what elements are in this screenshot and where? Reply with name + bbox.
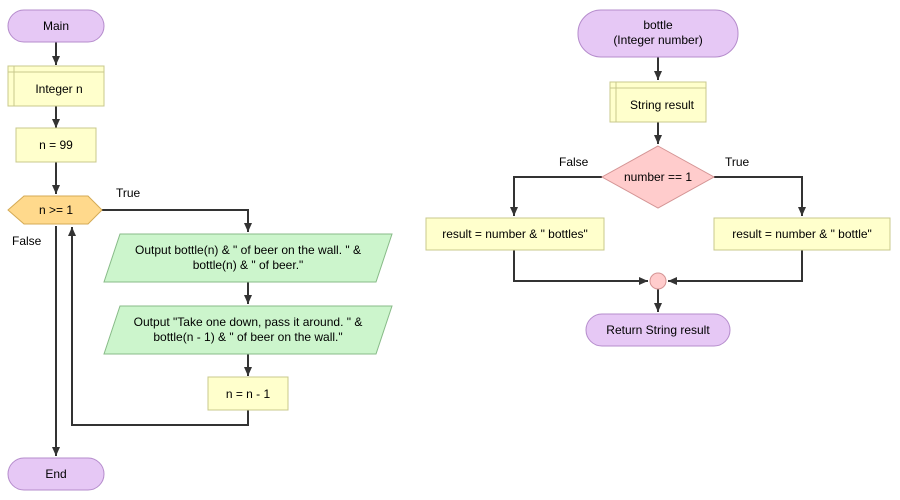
bottle-connectors [510,57,806,312]
main-output1-line2: bottle(n) & " of beer." [193,258,304,272]
main-end-terminal[interactable]: End [7,457,105,491]
main-start-terminal[interactable]: Main [7,9,105,43]
main-output2-box[interactable]: Output "Take one down, pass it around. "… [103,305,393,355]
main-assign-label: n = 99 [39,138,73,152]
main-output1-line1: Output bottle(n) & " of beer on the wall… [135,243,361,257]
bottle-declare-box[interactable]: String result [609,81,707,123]
main-start-label: Main [43,19,69,33]
bottle-return-terminal[interactable]: Return String result [585,313,731,347]
connector-loop-true [102,209,252,232]
bottle-start-line1: bottle [643,18,673,32]
main-declare-box[interactable]: Integer n [7,65,105,107]
main-loop-hexagon[interactable]: n >= 1 [7,195,103,225]
main-loop-true-label: True [116,186,141,200]
connector-decision-true [714,176,806,216]
main-output1-box[interactable]: Output bottle(n) & " of beer on the wall… [103,233,393,283]
bottle-false-assign-label: result = number & " bottles" [442,227,588,241]
bottle-start-terminal[interactable]: bottle (Integer number) [577,9,739,58]
main-decrement-box[interactable]: n = n - 1 [207,376,289,411]
bottle-declare-label: String result [630,98,695,112]
bottle-false-assign-box[interactable]: result = number & " bottles" [425,217,605,251]
main-decrement-label: n = n - 1 [226,387,271,401]
main-loop-false-label: False [12,234,42,248]
connector-decision-false [510,176,602,216]
bottle-start-line2: (Integer number) [613,33,702,47]
main-output2-line1: Output "Take one down, pass it around. "… [134,315,363,329]
main-end-label: End [45,467,66,481]
bottle-decision-false-label: False [559,155,589,169]
bottle-merge-circle [649,272,667,290]
main-connectors [52,42,252,456]
bottle-decision-condition: number == 1 [624,170,692,184]
main-declare-label: Integer n [35,82,82,96]
main-assign-box[interactable]: n = 99 [15,127,97,163]
connector-true-merge [668,250,803,285]
main-loop-condition: n >= 1 [39,203,73,217]
bottle-decision-diamond[interactable]: number == 1 [600,145,716,209]
connector-loop-back [68,227,249,426]
bottle-return-label: Return String result [606,323,710,337]
bottle-decision-true-label: True [725,155,750,169]
bottle-true-assign-box[interactable]: result = number & " bottle" [713,217,891,251]
bottle-true-assign-label: result = number & " bottle" [732,227,872,241]
main-output2-line2: bottle(n - 1) & " of beer on the wall." [153,330,342,344]
connector-false-merge [513,250,648,285]
